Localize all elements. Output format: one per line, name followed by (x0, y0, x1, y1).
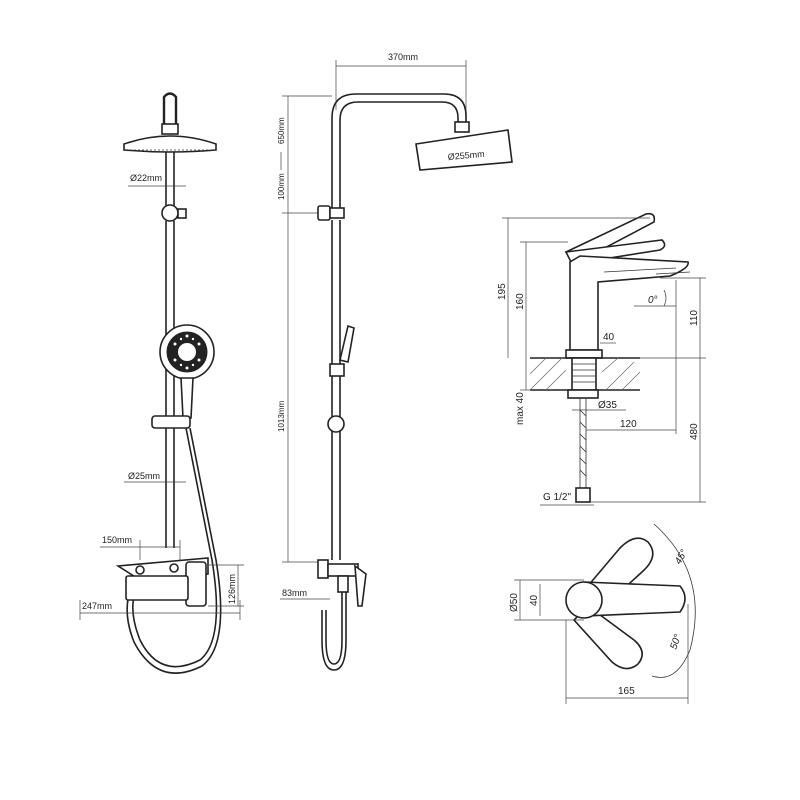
swing-arc (651, 523, 696, 678)
label-angle-lower: 50° (668, 633, 684, 651)
top-pipe (162, 92, 178, 127)
label-angle-upper: 45° (673, 548, 690, 567)
hand-shower-center (178, 343, 196, 361)
shank-threads (572, 363, 596, 383)
arm-inner (339, 101, 459, 212)
basin-hose-end (575, 487, 591, 503)
label-mixer-width: 150mm (102, 535, 132, 545)
label-height-range: 650mm (277, 117, 286, 144)
hand-shower-nozzles (173, 334, 201, 370)
label-max-thickness: max 40 (515, 392, 526, 425)
basin-mixer-top-view: Ø50 40 45° 50° 165 (509, 523, 696, 704)
side-slider (327, 415, 345, 433)
shower-front-view: Ø22mm Ø25mm 150mm (79, 92, 244, 674)
label-spout-reach: 120 (620, 419, 637, 430)
shower-side-view: 370mm Ø255mm 650mm 100mm 1013mm (277, 52, 513, 671)
top-joint (161, 123, 179, 135)
dim-arc-angle (663, 289, 667, 307)
label-mixer-height: 126mm (227, 574, 237, 604)
side-mixer-body (327, 563, 359, 577)
arm-outer (331, 93, 467, 212)
lever-position-center (583, 581, 686, 617)
label-spout-angle: 0° (648, 295, 658, 306)
basin-spout-line (603, 267, 677, 273)
side-mixer-outlet (337, 575, 349, 593)
side-hand-shower (339, 324, 355, 363)
label-length: 165 (618, 686, 635, 697)
label-hose-length: 480 (689, 423, 700, 440)
label-total-height: 195 (497, 283, 508, 300)
counter-hatch (529, 357, 641, 391)
hose-outer (132, 427, 218, 668)
rain-head-front (123, 135, 217, 153)
hand-shower-handle (180, 377, 194, 419)
side-mixer-wall (317, 559, 329, 579)
mixer-connector-left (135, 565, 145, 575)
side-mixer-lever (354, 564, 367, 607)
label-bar-height: 1013mm (277, 401, 286, 432)
swivel-joint (161, 204, 179, 222)
hose-inner (126, 427, 222, 674)
basin-mixer-side-view: 195 160 110 0° 40 max 40 Ø35 120 480 G 1… (497, 212, 706, 506)
mixer-body (125, 575, 189, 601)
label-outlet-offset: 83mm (282, 588, 307, 598)
basin-spout-tip (655, 271, 691, 275)
label-body-height: 160 (515, 293, 526, 310)
side-holder (329, 363, 345, 377)
basin-shank (571, 357, 597, 391)
side-swivel-knob (317, 205, 331, 221)
label-head-diameter: Ø255mm (447, 149, 485, 162)
lever-position-right (572, 604, 643, 670)
arm-joint (454, 121, 470, 133)
mixer-connector-right (169, 563, 179, 573)
side-hose-inner (321, 592, 347, 671)
rain-head-side (415, 129, 513, 171)
label-arm-offset: 100mm (277, 173, 286, 200)
basin-hose (579, 398, 587, 490)
label-pipe-diameter: Ø22mm (130, 173, 162, 183)
label-arm-length: 370mm (388, 52, 418, 62)
side-hose-outer (325, 592, 343, 665)
label-thread: G 1/2" (543, 492, 571, 503)
swivel-knob (177, 208, 187, 219)
label-hole-diameter: Ø35 (598, 400, 617, 411)
label-bar-diameter: Ø25mm (128, 471, 160, 481)
label-mixer-depth: 247mm (82, 601, 112, 611)
label-inner-width: 40 (529, 594, 540, 606)
basin-body (569, 255, 689, 351)
mixer-top-body (565, 581, 603, 619)
side-swivel-body (329, 207, 345, 219)
slider-bracket (151, 415, 191, 429)
basin-nut (567, 389, 599, 399)
mixer-handle (185, 561, 207, 607)
label-spout-height: 110 (689, 310, 700, 326)
label-base-width: 40 (603, 332, 615, 343)
basin-hose-braid (579, 409, 587, 477)
basin-base (565, 349, 603, 359)
label-outer-diameter: Ø50 (509, 593, 520, 612)
